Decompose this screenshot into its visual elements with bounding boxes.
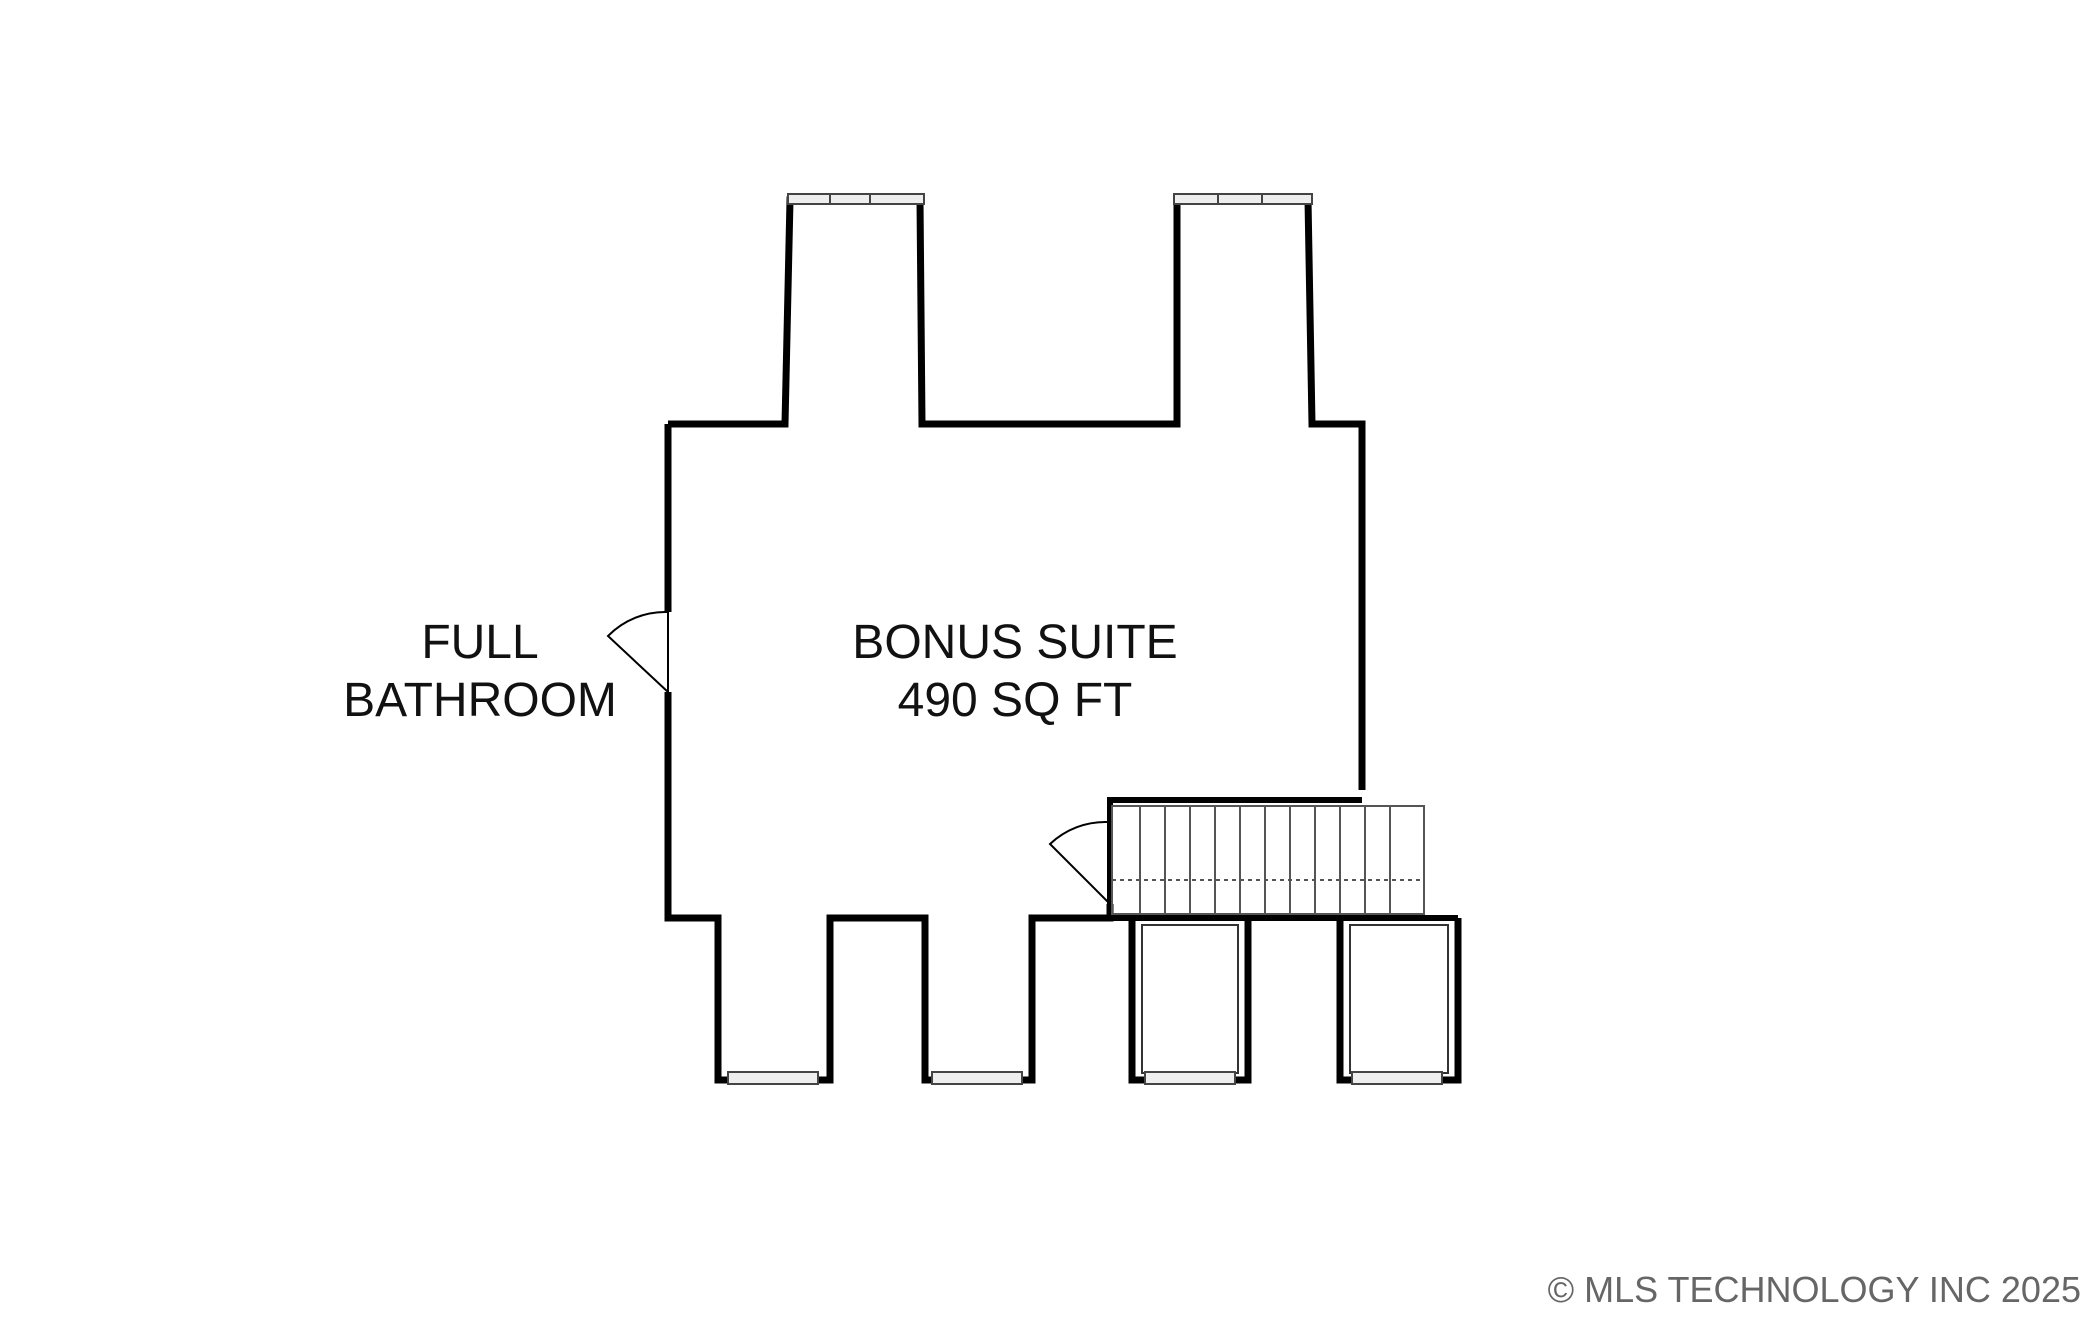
windows-bottom [727,1071,1443,1085]
stair-wall [1107,797,1362,918]
staircase [1111,805,1425,915]
bathroom-door [606,610,669,693]
bathroom-label: FULL BATHROOM [330,614,630,730]
dormer-inner-left [1141,924,1239,1074]
dormer-box-left [1128,918,1252,1084]
bathroom-label-line2: BATHROOM [343,674,617,727]
stair-door [1048,820,1109,903]
dormer-inner-right [1349,924,1449,1074]
bonus-suite-label-line2: 490 SQ FT [897,674,1133,727]
bathroom-label-line1: FULL [421,616,539,669]
window-top-right [1173,193,1313,205]
bonus-suite-label-line1: BONUS SUITE [852,616,1178,669]
copyright-notice: © MLS TECHNOLOGY INC 2025 [1547,1269,2081,1310]
window-top-left [787,193,925,205]
bonus-suite-label: BONUS SUITE 490 SQ FT [830,614,1200,730]
exterior-walls [668,196,1366,790]
left-wall-lower [664,692,728,1084]
dormer-box-right [1336,918,1462,1084]
bottom-walls [818,904,1114,1084]
